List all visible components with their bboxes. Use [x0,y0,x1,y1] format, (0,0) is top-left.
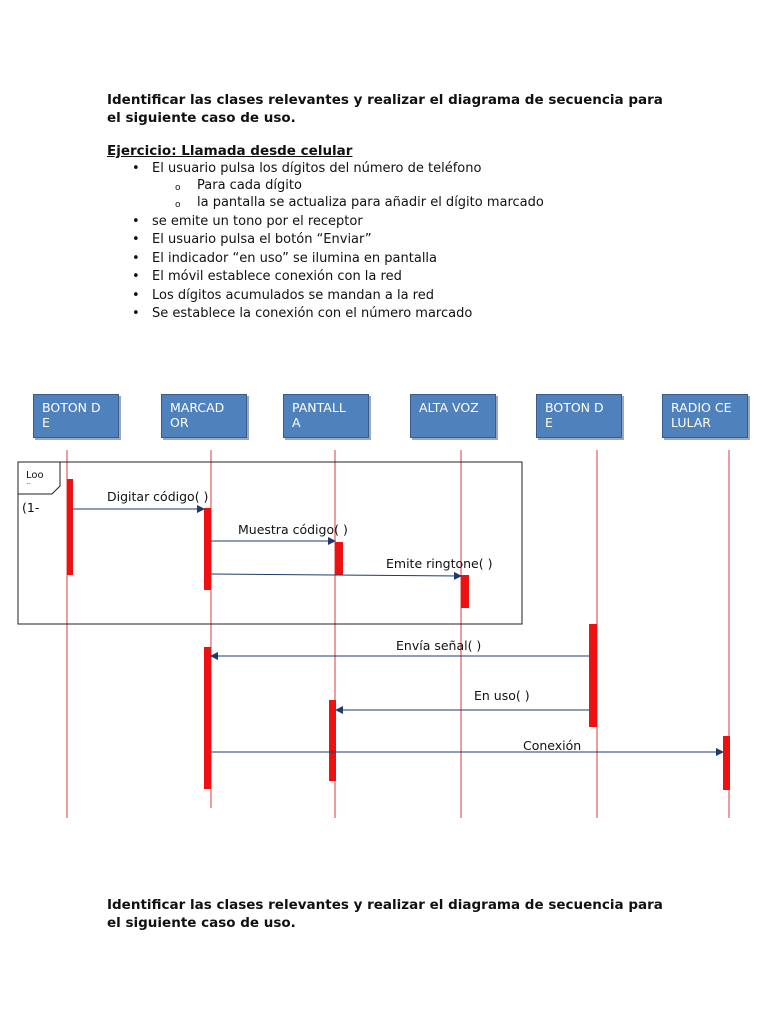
lifeline-box-radio-celular: RADIO CELULAR [662,394,748,438]
lifeline-box-alta-voz: ALTA VOZ [410,394,496,438]
lifeline-box-marcador: MARCAD OR [161,394,247,438]
bullet-icon: • [132,269,140,284]
list-item: •Se establece la conexión con el número … [132,306,473,321]
activation-bar [589,624,597,727]
activation-bar [723,736,730,790]
message-label: Muestra código( ) [238,522,348,537]
list-item: •El indicador “en uso” se ilumina en pan… [132,251,438,266]
activation-bar [461,575,469,608]
lifeline-box-boton-de: BOTON DE [33,394,119,438]
loop-tag-frame [18,462,61,495]
message-label: En uso( ) [474,688,530,703]
message-label: Envía señal( ) [396,638,482,653]
loop-frame [17,461,523,625]
activation-bar [329,700,336,781]
bullet-icon: • [132,232,140,247]
message-label: Emite ringtone( ) [386,556,493,571]
lifeline-box-pantalla: PANTALL A [283,394,369,438]
bullet-icon: • [132,214,140,229]
page-heading: Identificar las clases relevantes y real… [107,92,663,126]
sub-bullet-icon: o [175,200,181,210]
sub-bullet-icon: o [175,183,181,193]
list-item: •El usuario pulsa los dígitos del número… [132,161,482,176]
loop-label: Loo p [26,470,44,484]
message-label: Conexión [523,738,582,753]
page-heading-repeat: Identificar las clases relevantes y real… [107,897,663,931]
message-label: Digitar código( ) [107,489,209,504]
loop-guard: (1- [22,500,40,515]
activation-bar [204,508,211,590]
list-item: •Los dígitos acumulados se mandan a la r… [132,288,434,303]
activation-bar [335,542,343,575]
bullet-icon: • [132,251,140,266]
activation-bar [67,479,73,575]
activation-bar [204,647,211,789]
list-item: •El usuario pulsa el botón “Enviar” [132,232,372,247]
message-arrow [210,571,462,580]
exercise-title: Ejercicio: Llamada desde celular [107,143,353,159]
bullet-icon: • [132,288,140,303]
lifeline-box-boton-enviar: BOTON DE [536,394,622,438]
list-item: •se emite un tono por el receptor [132,214,363,229]
list-item: •El móvil establece conexión con la red [132,269,402,284]
bullet-icon: • [132,306,140,321]
bullet-icon: • [132,161,140,176]
